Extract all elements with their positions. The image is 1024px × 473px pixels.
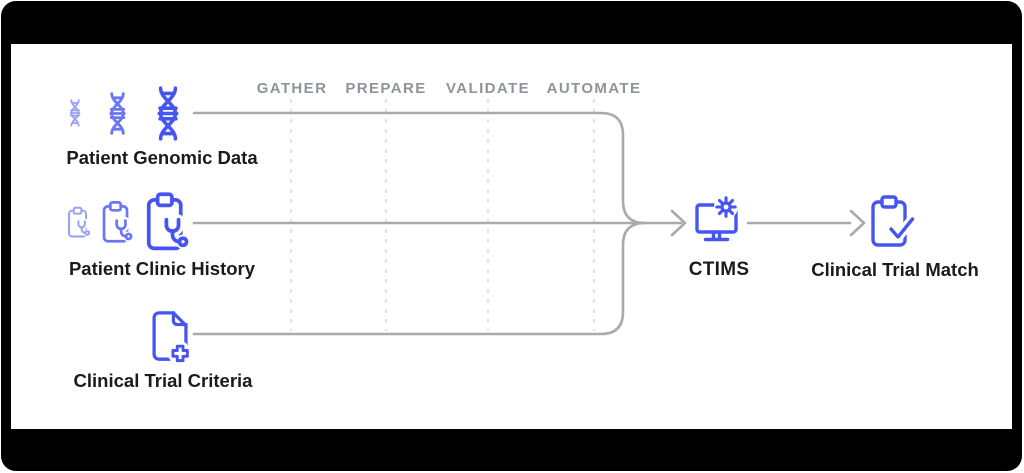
stage-label-prepare: PREPARE [345,80,427,97]
trial-criteria-icons [148,310,193,364]
genomic-data-icons [67,84,184,142]
clipboard-stethoscope-icon [144,191,191,255]
document-plus-icon [148,310,193,364]
clipboard-stethoscope-icon [67,206,91,240]
source-label-genomic: Patient Genomic Data [66,147,258,168]
connector-criteria [192,221,647,336]
source-label-criteria: Clinical Trial Criteria [73,370,253,391]
stage-guide-lines [290,99,595,331]
dna-icon [105,92,130,135]
stage-label-gather: GATHER [256,80,328,97]
diagram-card: GATHER PREPARE VALIDATE AUTOMATE Patient… [11,44,1012,429]
stage-label-automate: AUTOMATE [546,80,642,97]
connector-lines [192,99,866,336]
connector-genomic [192,111,647,225]
dna-icon [67,99,83,127]
monitor-gear-icon [691,196,747,252]
clipboard-stethoscope-icon [101,200,134,246]
stage-label-validate: VALIDATE [446,80,530,97]
system-label-ctims: CTIMS [688,259,750,280]
arrowhead-to-match [849,209,866,237]
clinic-history-icons [67,190,191,256]
output-label-match: Clinical Trial Match [811,259,979,280]
source-label-clinic: Patient Clinic History [68,258,256,279]
dna-icon [152,86,184,141]
arrowhead-to-ctims [670,209,687,237]
clipboard-check-icon [868,195,916,251]
